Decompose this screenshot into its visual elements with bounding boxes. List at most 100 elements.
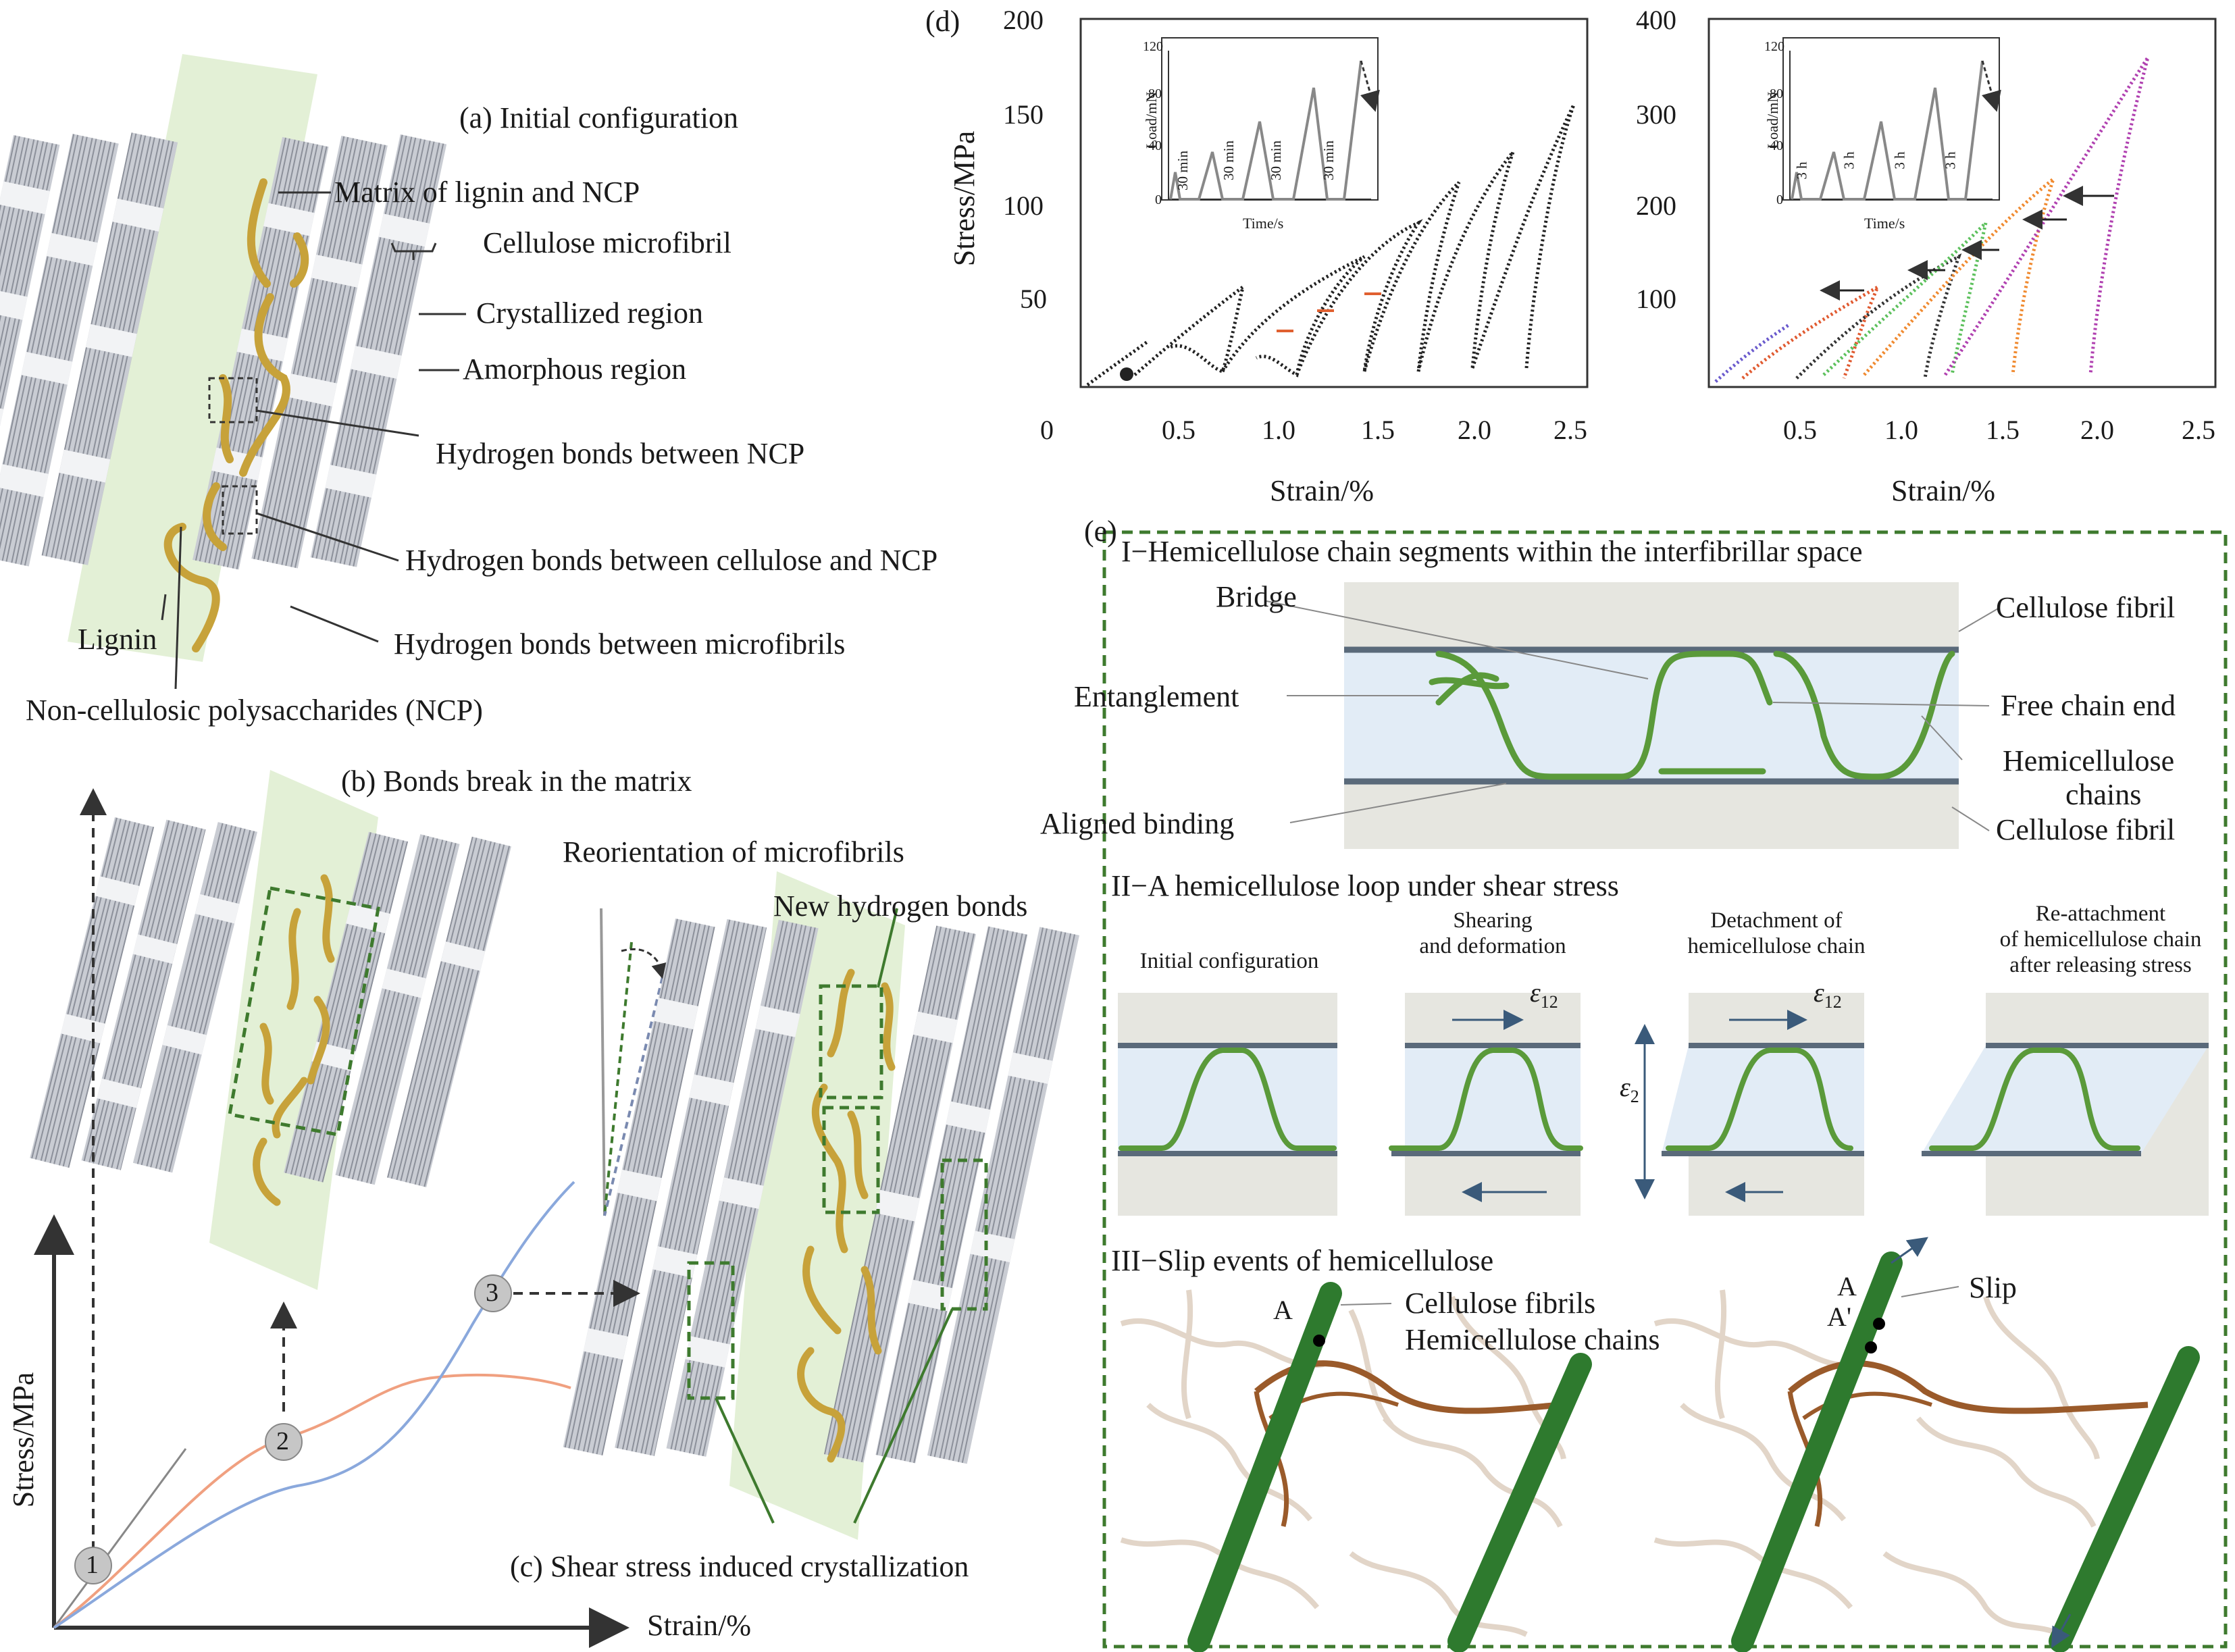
left-xtick: 0.5 [1162,415,1196,445]
inset-left-hold: 30 min [1220,140,1237,180]
label-reattach-1: Re-attachment [2035,902,2166,926]
label-crystallized: Crystallized region [476,296,704,330]
left-ytick: 150 [1003,99,1044,130]
slip-image-2 [1651,1237,2209,1652]
panel-c-title: (c) Shear stress induced crystallization [510,1550,969,1583]
label-detach-2: hemicellulose chain [1687,934,1866,958]
label-reorientation: Reorientation of microfibrils [563,835,904,869]
label-point-a: A [1273,1295,1293,1325]
label-aligned-binding: Aligned binding [1040,807,1235,840]
label-free-end: Free chain end [2001,689,2176,722]
right-xtick: 2.0 [2080,415,2114,445]
label-cellulose-fibrils: Cellulose fibrils [1405,1287,1596,1320]
right-ytick: 300 [1636,99,1676,130]
inset-right-xlabel: Time/s [1864,215,1905,232]
inset-right-ytick: 120 [1764,39,1784,54]
plot-left-frame [1079,18,1589,388]
schematic-xlabel: Strain/% [647,1609,751,1642]
label-hb-ncp: Hydrogen bonds between NCP [436,437,805,470]
label-detach-1: Detachment of [1710,908,1843,933]
inset-right-ylabel: Load/mN [1764,91,1781,149]
inset-right-ytick: 0 [1776,192,1783,207]
label-initial-config: Initial configuration [1139,949,1319,973]
label-lignin: Lignin [78,623,157,656]
panel-e-diagram [1102,530,2228,1652]
label-hemi-1: Hemicellulose [2003,744,2175,777]
point-label-3: 3 [486,1279,498,1307]
right-xtick: 1.0 [1884,415,1918,445]
label-point-a-slip: A [1837,1271,1857,1301]
label-entanglement: Entanglement [1074,680,1239,713]
plot-ylabel: Stress/MPa [948,130,981,267]
left-ytick-zero: 0 [1040,415,1054,445]
label-microfibril: Cellulose microfibril [483,226,731,259]
right-inset [1782,37,2001,201]
left-xtick: 1.0 [1262,415,1295,445]
inset-left-hold: 30 min [1267,140,1284,180]
inset-right-hold: 3 h [1841,151,1857,170]
panel-d-tag: (d) [925,5,960,38]
label-point-a-prime: A' [1827,1301,1852,1332]
panel-a-title: (a) Initial configuration [459,101,738,134]
label-deformation: and deformation [1419,934,1566,958]
label-amorphous: Amorphous region [463,353,687,386]
point-label-1: 1 [86,1551,99,1579]
plot-right-xlabel: Strain/% [1891,474,1995,507]
inset-right-hold: 3 h [1942,151,1959,170]
slip-image-1 [1118,1282,1592,1652]
label-new-bonds: New hydrogen bonds [773,889,1028,923]
shear-panel-1 [1118,993,1337,1216]
point-marker-3 [474,1274,512,1312]
right-xtick: 0.5 [1783,415,1817,445]
shear-panel-4 [1922,993,2209,1216]
plot-right-frame [1707,18,2217,388]
label-hemi-2: chains [2065,778,2142,811]
section-3-title: III−Slip events of hemicellulose [1111,1244,1494,1277]
symbol-eps12-b: ε12 [1814,977,1842,1012]
label-shearing: Shearing [1453,908,1533,933]
inset-left-hold: 30 min [1174,151,1191,190]
panel-a-diagram [0,54,466,690]
inset-right-hold: 3 h [1891,151,1908,170]
inset-left-ytick: 120 [1143,39,1163,54]
label-fibril-bottom: Cellulose fibril [1996,813,2176,846]
inset-left-ytick: 40 [1148,138,1162,153]
left-ytick: 100 [1003,190,1044,221]
inset-left-xlabel: Time/s [1243,215,1284,232]
panel-d-plots [1079,18,2217,388]
left-xtick: 2.5 [1553,415,1587,445]
label-fibril-top: Cellulose fibril [1996,591,2176,624]
section-2-title: II−A hemicellulose loop under shear stre… [1111,869,1619,902]
point-marker-1 [74,1547,112,1584]
label-hb-micro: Hydrogen bonds between microfibrils [394,627,846,661]
inset-left-hold: 30 min [1320,140,1337,180]
inset-left-ytick: 80 [1148,86,1162,101]
panel-c-diagram [563,871,1079,1540]
right-ytick: 400 [1636,5,1676,35]
shear-panel-3 [1635,993,1864,1216]
right-xtick: 1.5 [1986,415,2020,445]
left-xtick: 1.5 [1361,415,1395,445]
symbol-eps12-a: ε12 [1530,977,1558,1012]
label-bridge: Bridge [1216,580,1297,613]
point-label-2: 2 [276,1427,289,1455]
left-ytick: 50 [1020,284,1047,314]
panel-b-title: (b) Bonds break in the matrix [341,765,692,798]
shear-panel-2 [1389,993,1583,1216]
right-xtick: 2.5 [2182,415,2215,445]
label-hemicellulose-chains: Hemicellulose chains [1405,1323,1660,1356]
label-hb-cell-ncp: Hydrogen bonds between cellulose and NCP [405,544,938,577]
label-matrix: Matrix of lignin and NCP [334,176,640,209]
schematic-ylabel: Stress/MPa [7,1372,40,1508]
inset-left-ytick: 0 [1155,192,1162,207]
point-marker-2 [265,1423,303,1461]
inset-left-ylabel: Load/mN [1143,91,1160,149]
panel-b-diagram [30,770,671,1290]
panel-e-tag: (e) [1084,515,1117,548]
inset-right-ytick: 40 [1770,138,1783,153]
left-ytick: 200 [1003,5,1044,35]
left-inset [1161,37,1380,201]
label-reattach-3: after releasing stress [2009,953,2192,977]
plot-left-xlabel: Strain/% [1270,474,1374,507]
